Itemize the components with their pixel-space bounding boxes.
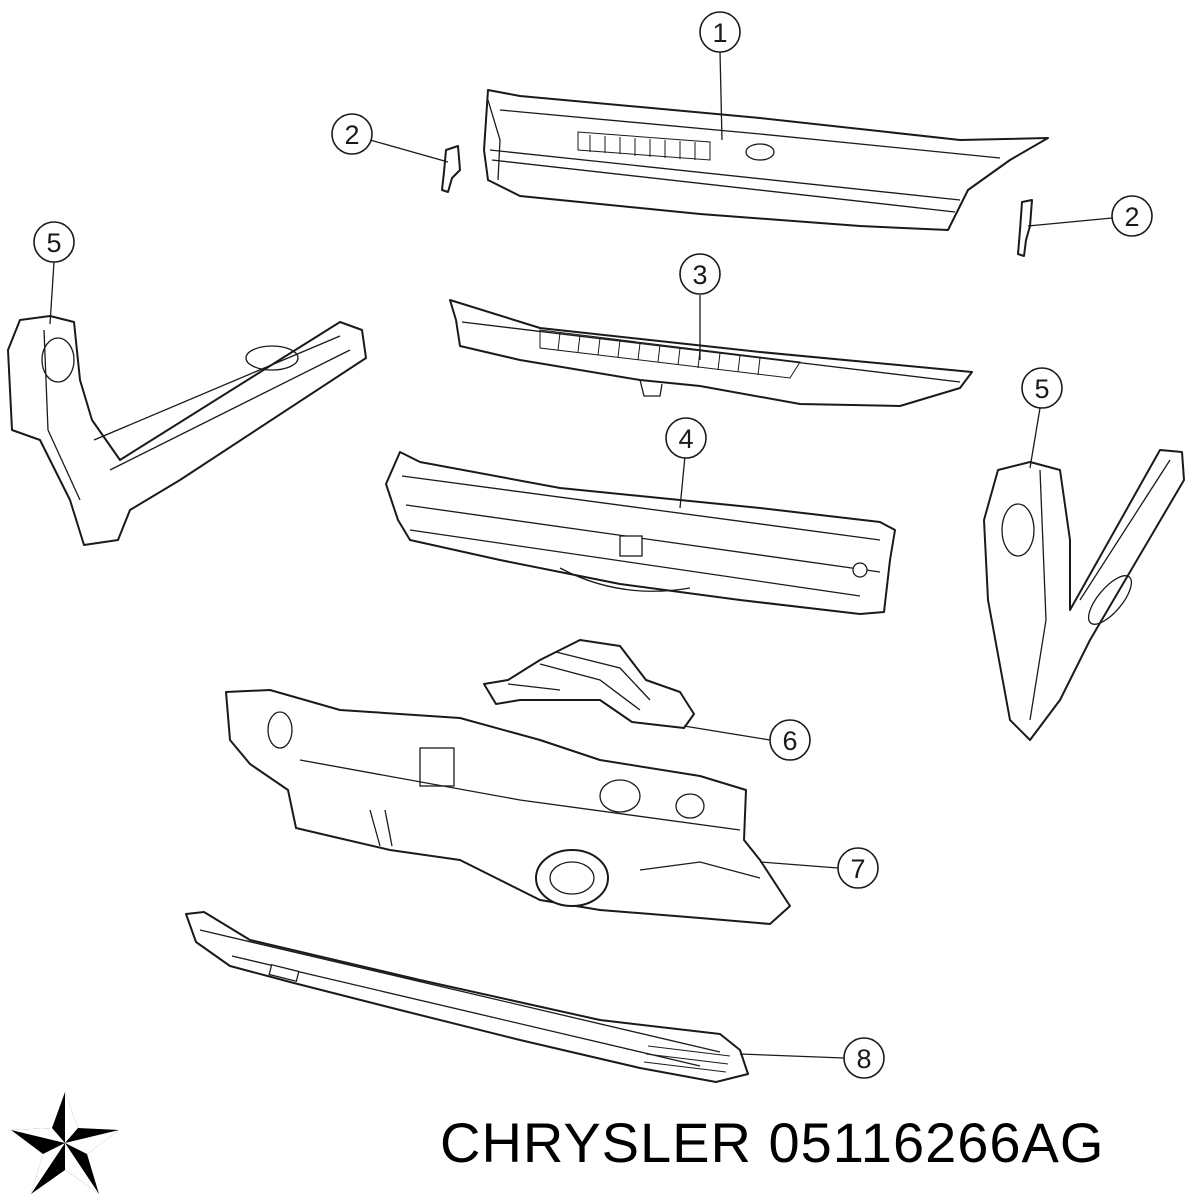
callout-3: 3 [679,253,721,295]
callout-5-left-label: 5 [46,228,61,258]
callout-6-label: 6 [782,726,797,756]
leader-4 [679,455,686,509]
part-8-plenum [185,911,749,1083]
callout-7: 7 [837,847,879,889]
leader-lines [49,51,1113,1059]
callout-2-left-label: 2 [344,120,359,150]
leader-1 [719,51,723,141]
callout-5-left: 5 [33,221,75,263]
part-1-cowl-panel [483,89,1049,231]
part-5-rail-left [7,315,367,546]
callout-2-right: 2 [1111,195,1153,237]
callout-2-left: 2 [331,113,373,155]
leader-6 [683,725,771,741]
part-2-bracket-right [1017,199,1033,257]
callout-4: 4 [665,417,707,459]
callout-7-label: 7 [850,854,865,884]
pentastar-logo-icon [11,1092,119,1194]
leader-2-left [369,139,449,163]
part-5-rail-right [983,449,1185,741]
callout-1-label: 1 [712,18,727,48]
callout-8-label: 8 [856,1044,871,1074]
callout-5-right: 5 [1021,367,1063,409]
callout-3-label: 3 [692,260,707,290]
callout-4-label: 4 [678,424,693,454]
leader-8 [739,1053,845,1059]
callout-6: 6 [769,719,811,761]
leader-5-left [49,261,55,325]
part-2-bracket-left [441,145,461,193]
callout-2-right-label: 2 [1124,202,1139,232]
callout-8: 8 [843,1037,885,1079]
part-number: 05116266AG [768,1111,1105,1174]
part-6-reinforcement [483,639,695,729]
callout-1: 1 [699,11,741,53]
callout-5-right-label: 5 [1034,374,1049,404]
leader-2-right [1027,217,1113,227]
part-caption: CHRYSLER 05116266AG [440,1108,1200,1178]
part-4-cross-member [385,451,896,615]
leader-5-right [1029,407,1041,469]
leader-7 [759,861,839,869]
part-3-cowl-screen [449,299,973,407]
brand-name: CHRYSLER [440,1111,752,1174]
part-7-dash-panel [225,689,791,925]
